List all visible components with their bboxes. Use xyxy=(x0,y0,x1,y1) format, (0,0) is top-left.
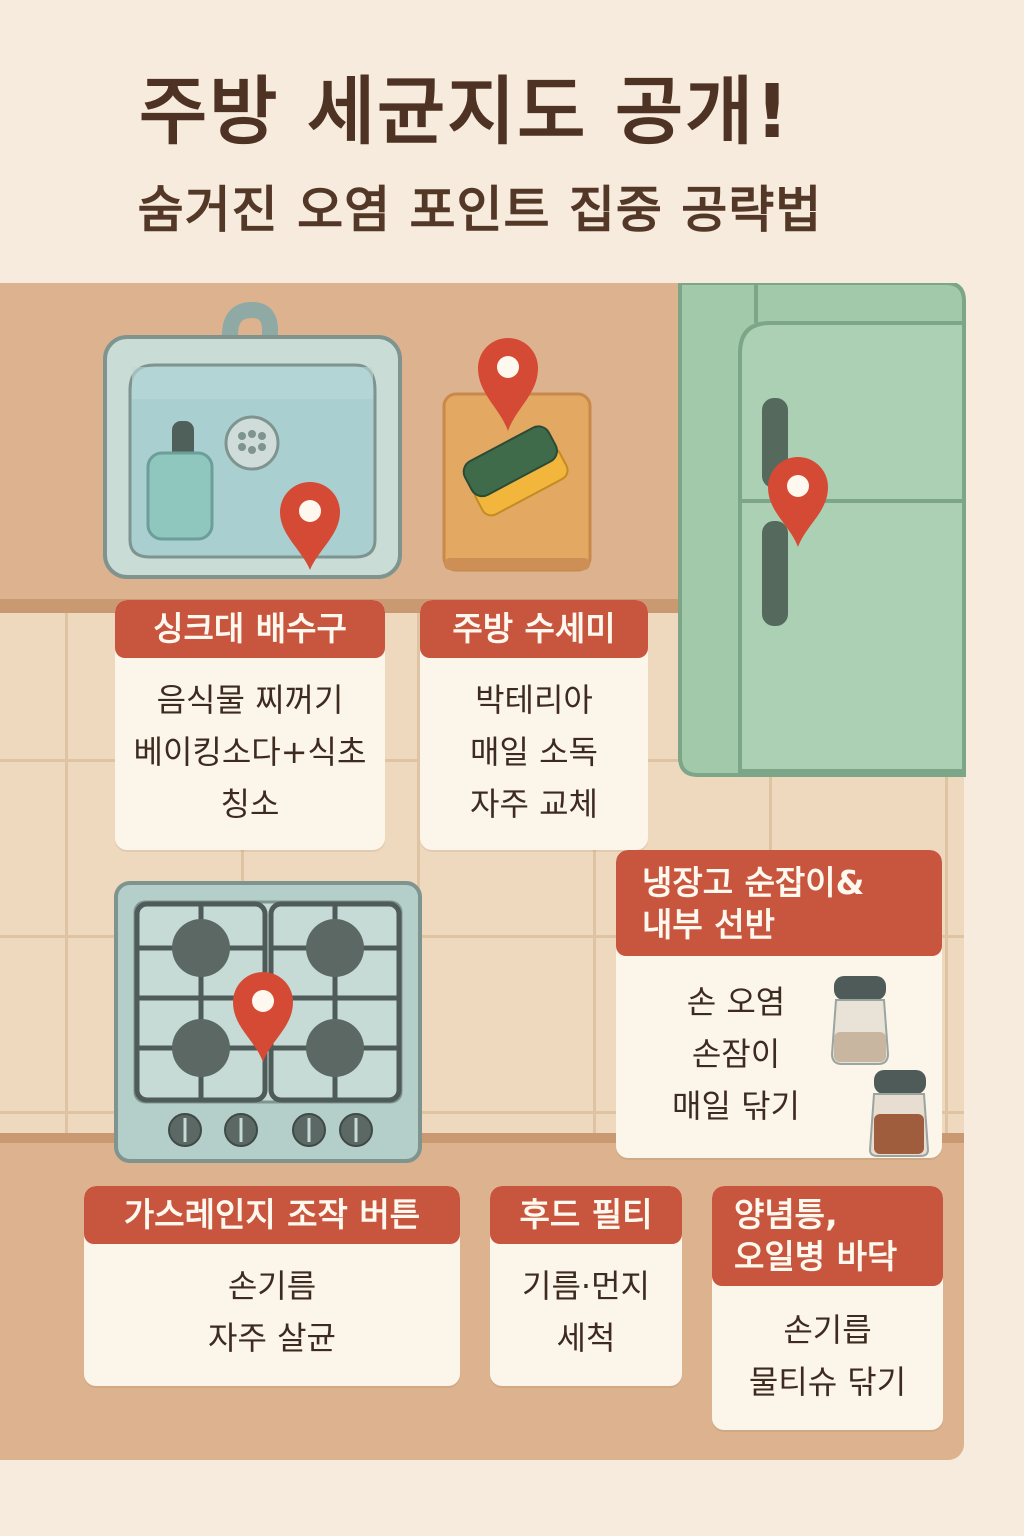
card-sink-drain: 싱크대 배수구 음식물 찌꺼기 베이킹소다+식초 칭소 xyxy=(115,600,385,850)
card-spice-title: 양념틍, 오일병 바닥 xyxy=(712,1186,943,1286)
page-subtitle: 숨거진 오염 포인트 집중 공략법 xyxy=(137,181,823,239)
card-line: 손 오염 xyxy=(686,983,786,1021)
gas-stove-icon xyxy=(114,881,422,1163)
card-spice-title-line1: 양념틍, xyxy=(734,1195,838,1234)
card-line: 세척 xyxy=(556,1319,616,1357)
card-line: 기름·먼지 xyxy=(522,1267,650,1305)
refrigerator-icon xyxy=(678,283,966,777)
location-pin-icon xyxy=(280,482,340,570)
card-line: 손기릅 xyxy=(783,1311,872,1349)
card-fridge-title-line1: 냉장고 순잡이& xyxy=(642,863,865,902)
card-sponge: 주방 수세미 박테리아 매일 소독 자주 교체 xyxy=(420,600,648,850)
card-line: 매일 닦기 xyxy=(672,1087,800,1125)
card-line: 물티슈 닦기 xyxy=(748,1363,907,1401)
card-spice-body: 손기릅 물티슈 닦기 xyxy=(712,1286,943,1408)
card-line: 손기름 xyxy=(227,1267,317,1305)
card-hood-body: 기름·먼지 세척 xyxy=(490,1244,682,1364)
card-sponge-title: 주방 수세미 xyxy=(420,600,648,658)
card-spice-title-line2: 오일병 바닥 xyxy=(734,1237,898,1276)
card-line: 음식물 찌꺼기 xyxy=(156,681,344,719)
card-line: 베이킹소다+식초 xyxy=(133,733,367,771)
card-hood-filter: 후드 필티 기름·먼지 세척 xyxy=(490,1186,682,1386)
card-sink-title: 싱크대 배수구 xyxy=(115,600,385,658)
cutting-board-icon xyxy=(442,338,592,572)
card-stove-body: 손기름 자주 살균 xyxy=(84,1244,460,1364)
card-fridge-title-line2: 내부 선반 xyxy=(642,905,775,944)
card-line: 자주 살균 xyxy=(208,1319,336,1357)
card-fridge: 냉장고 순잡이& 내부 선반 손 오염 손잠이 매일 닦기 xyxy=(616,850,942,1158)
location-pin-icon xyxy=(478,338,538,431)
spice-jar-icon xyxy=(830,976,930,1157)
drain-icon xyxy=(224,415,280,471)
card-line: 손잠이 xyxy=(691,1035,781,1073)
card-fridge-body: 손 오염 손잠이 매일 닦기 xyxy=(616,956,856,1132)
card-line: 매일 소독 xyxy=(470,733,598,771)
card-line: 자주 교체 xyxy=(470,785,598,823)
card-spice-bottles: 양념틍, 오일병 바닥 손기릅 물티슈 닦기 xyxy=(712,1186,943,1430)
card-fridge-title: 냉장고 순잡이& 내부 선반 xyxy=(616,850,942,956)
card-stove-buttons: 가스레인지 조작 버튼 손기름 자주 살균 xyxy=(84,1186,460,1386)
sink-icon xyxy=(103,301,402,579)
soap-dispenser-icon xyxy=(146,421,214,541)
lower-counter-edge xyxy=(0,1133,964,1143)
card-sink-body: 음식물 찌꺼기 베이킹소다+식초 칭소 xyxy=(115,658,385,830)
card-line: 칭소 xyxy=(220,785,280,823)
card-line: 박테리아 xyxy=(475,681,593,719)
page-title: 주방 세균지도 공개! xyxy=(139,69,791,155)
location-pin-icon xyxy=(768,457,828,547)
location-pin-icon xyxy=(233,972,293,1062)
card-sponge-body: 박테리아 매일 소독 자주 교체 xyxy=(420,658,648,830)
sponge-icon xyxy=(462,425,569,517)
card-hood-title: 후드 필티 xyxy=(490,1186,682,1244)
card-stove-title: 가스레인지 조작 버튼 xyxy=(84,1186,460,1244)
